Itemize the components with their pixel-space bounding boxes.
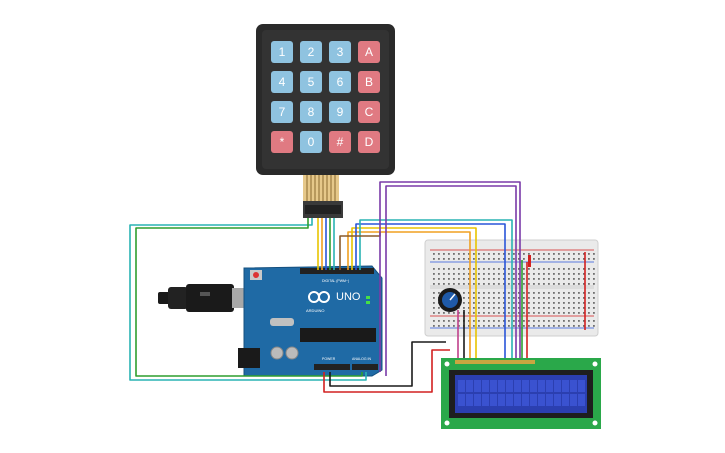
- lcd-cell: [458, 394, 465, 406]
- keypad-key-label: 3: [337, 45, 344, 59]
- lcd-cell: [498, 380, 505, 392]
- keypad-key[interactable]: 4: [271, 71, 293, 93]
- analog-label: ANALOG IN: [352, 357, 372, 361]
- lcd-cell: [490, 380, 497, 392]
- board-label: UNO: [336, 291, 361, 303]
- lcd-cell: [514, 380, 521, 392]
- lcd-cell: [578, 394, 585, 406]
- lcd-pin-header: [455, 360, 535, 364]
- digital-header: [300, 268, 374, 274]
- keypad-key[interactable]: C: [358, 101, 380, 123]
- keypad-key-label: 1: [279, 45, 286, 59]
- power-jack: [238, 348, 260, 368]
- lcd-cell: [514, 394, 521, 406]
- lcd-cell: [458, 380, 465, 392]
- keypad-key-label: 6: [337, 75, 344, 89]
- keypad-key-label: 0: [308, 135, 315, 149]
- lcd-cell: [530, 380, 537, 392]
- lcd-cell: [506, 380, 513, 392]
- lcd-cell: [474, 394, 481, 406]
- lcd-cell: [522, 394, 529, 406]
- lcd-cell: [482, 380, 489, 392]
- keypad-key-label: 2: [308, 45, 315, 59]
- power-header: [314, 364, 350, 370]
- keypad-key-label: 9: [337, 105, 344, 119]
- lcd-cell: [530, 394, 537, 406]
- wires: [129, 181, 586, 393]
- lcd-cell: [546, 380, 553, 392]
- keypad-ribbon: [303, 175, 343, 218]
- keypad-key[interactable]: 0: [300, 131, 322, 153]
- lcd-cell: [570, 380, 577, 392]
- lcd-cell: [466, 380, 473, 392]
- lcd-cell: [522, 380, 529, 392]
- resistor: [528, 255, 531, 267]
- lcd-cell: [562, 380, 569, 392]
- keypad: 1 2 3 A 4 5 6 B 7 8 9 C * 0 # D: [256, 24, 395, 218]
- keypad-key-label: B: [365, 75, 373, 89]
- lcd-cell: [562, 394, 569, 406]
- arduino-logo: [308, 291, 330, 303]
- keypad-key-label: C: [365, 105, 374, 119]
- keypad-key[interactable]: 6: [329, 71, 351, 93]
- keypad-keys: 1 2 3 A 4 5 6 B 7 8 9 C * 0 # D: [271, 41, 380, 153]
- atmega-chip: [300, 328, 376, 342]
- lcd-cell: [554, 394, 561, 406]
- lcd-cell: [538, 394, 545, 406]
- keypad-key-label: #: [337, 135, 344, 149]
- keypad-key[interactable]: *: [271, 131, 293, 153]
- power-label: POWER: [322, 357, 336, 361]
- lcd-cells: [458, 380, 585, 406]
- lcd-cell: [474, 380, 481, 392]
- keypad-key-label: 4: [279, 75, 286, 89]
- keypad-key-label: 5: [308, 75, 315, 89]
- keypad-key[interactable]: 3: [329, 41, 351, 63]
- keypad-face: [262, 30, 389, 169]
- keypad-key[interactable]: #: [329, 131, 351, 153]
- keypad-key[interactable]: 8: [300, 101, 322, 123]
- keypad-key-label: 8: [308, 105, 315, 119]
- keypad-key[interactable]: 1: [271, 41, 293, 63]
- keypad-key[interactable]: 7: [271, 101, 293, 123]
- lcd-cell: [578, 380, 585, 392]
- lcd-cell: [546, 394, 553, 406]
- keypad-key[interactable]: A: [358, 41, 380, 63]
- usb-cable-plug: [158, 292, 170, 304]
- potentiometer: [438, 288, 462, 312]
- lcd-cell: [538, 380, 545, 392]
- keypad-key[interactable]: D: [358, 131, 380, 153]
- keypad-key[interactable]: 5: [300, 71, 322, 93]
- brand-label: ARDUINO: [306, 308, 324, 313]
- lcd-cell: [554, 380, 561, 392]
- keypad-key[interactable]: 9: [329, 101, 351, 123]
- digital-label: DIGITAL (PWM~): [322, 279, 349, 283]
- keypad-key-label: A: [365, 45, 373, 59]
- lcd-cell: [482, 394, 489, 406]
- lcd-module: [441, 358, 601, 429]
- arduino-board: UNO ARDUINO DIGITAL (PWM~) POWER ANALOG …: [158, 265, 383, 377]
- keypad-key[interactable]: 2: [300, 41, 322, 63]
- lcd-cell: [498, 394, 505, 406]
- keypad-key-label: *: [280, 135, 285, 149]
- lcd-cell: [506, 394, 513, 406]
- lcd-cell: [466, 394, 473, 406]
- keypad-key-label: D: [365, 135, 374, 149]
- keypad-key-label: 7: [279, 105, 286, 119]
- lcd-cell: [490, 394, 497, 406]
- analog-header: [352, 364, 378, 370]
- keypad-key[interactable]: B: [358, 71, 380, 93]
- lcd-cell: [570, 394, 577, 406]
